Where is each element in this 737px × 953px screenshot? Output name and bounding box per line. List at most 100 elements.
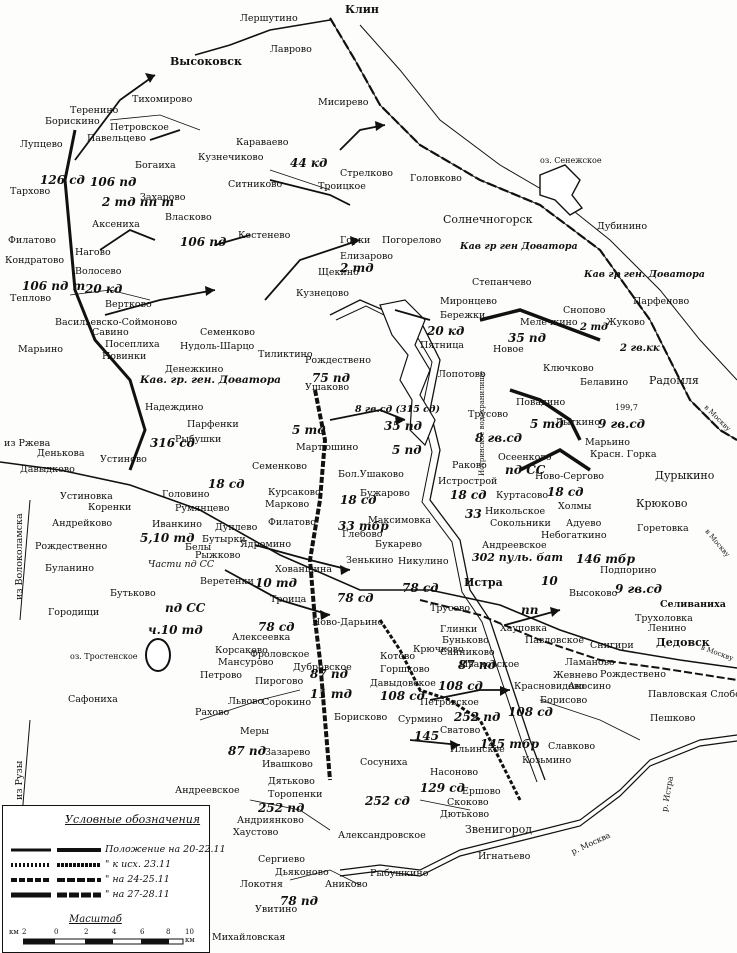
unit-label: 2 гв.кк: [620, 343, 660, 354]
place-label: Алексеевка: [232, 632, 291, 643]
place-label: Головино: [162, 489, 210, 500]
place-label: Костенево: [238, 230, 291, 241]
place-label: Никольское: [485, 506, 546, 517]
unit-label: 20 кд: [427, 324, 465, 338]
place-label: Ершово: [462, 786, 501, 797]
place-label: Марьино: [585, 437, 631, 448]
place-label: Холмы: [558, 501, 592, 512]
place-label: Дуплево: [215, 522, 258, 533]
place-solnechnogorsk: Солнечногорск: [443, 213, 533, 226]
place-label: Бутьково: [110, 588, 156, 599]
place-label: Ивановское: [460, 659, 520, 670]
place-label: Аксениха: [92, 219, 140, 230]
unit-label: 75 пд: [312, 371, 350, 385]
scale-graphic: [23, 938, 184, 945]
place-label: Никулино: [398, 556, 449, 567]
unit-label: 78 сд: [258, 620, 295, 634]
place-label: Сафониха: [68, 694, 118, 705]
place-label: Истрострой: [438, 476, 498, 487]
place-label: Петровское: [420, 697, 479, 708]
legend-row: " к исх. 23.11: [11, 859, 206, 871]
place-label: Трусово: [430, 603, 471, 614]
place-label: Тихомирово: [132, 94, 193, 105]
place-label: Мисирево: [318, 97, 369, 108]
place-label: из Волоколамска: [14, 513, 25, 600]
place-label: Козьмино: [522, 755, 572, 766]
unit-label: 78 сд: [402, 581, 439, 595]
place-label: Устиново: [100, 454, 147, 465]
place-label: Захарово: [140, 192, 186, 203]
place-label: Мартюшино: [296, 442, 359, 453]
unit-label: 87 пд: [228, 744, 266, 758]
unit-label: 18 сд: [208, 477, 245, 491]
place-label: Тарховo: [10, 186, 51, 197]
lake-trostenskoe: [145, 638, 171, 672]
unit-label: ч.10 тд: [148, 623, 203, 637]
place-vysokovsk: Высоковск: [170, 55, 242, 68]
place-label: Павловское: [525, 635, 584, 646]
unit-label: 199,7: [615, 403, 638, 412]
legend-symbol: [11, 863, 101, 867]
place-label: из Ржева: [4, 438, 51, 449]
place-label: Павловская Слобода: [648, 689, 737, 700]
place-label: Степанчево: [472, 277, 532, 288]
place-label: Бужарово: [360, 488, 410, 499]
unit-label: 9 гв.сд: [615, 582, 662, 596]
place-label: Селиваниха: [660, 599, 726, 610]
place-label: Вертково: [105, 299, 152, 310]
place-label: Троица: [270, 594, 307, 605]
place-label: Устиновка: [60, 491, 113, 502]
unit-label: 108 сд: [438, 679, 483, 693]
place-label: Насоново: [430, 767, 479, 778]
unit-label: 252 сд: [365, 794, 410, 808]
scale-tick: 2: [22, 928, 27, 936]
unit-label: 78 сд: [337, 591, 374, 605]
place-label: Головково: [410, 173, 462, 184]
road-klin-west: [194, 19, 331, 56]
place-label: Городищи: [48, 607, 100, 618]
place-istra: Истра: [464, 576, 503, 589]
unit-label: 10 тд: [255, 576, 297, 590]
place-label: Андреевское: [482, 540, 547, 551]
place-label: Рахово: [195, 707, 230, 718]
place-label: Веретенки: [200, 576, 254, 587]
road-from-volokolamsk: [19, 499, 31, 621]
place-label: Аносино: [568, 681, 611, 692]
place-label: Максимовка: [368, 515, 432, 526]
place-label: Ламаново: [565, 657, 615, 668]
unit-label: 129 сд: [420, 781, 465, 795]
unit-label: 33 тбр: [338, 519, 389, 533]
place-label: Ленино: [648, 623, 687, 634]
place-label: Ивашково: [262, 759, 313, 770]
unit-label: 252 пд: [454, 710, 501, 724]
place-label: Рождествено: [600, 669, 666, 680]
unit-label: 302 пуль. бат: [472, 551, 564, 564]
unit-label: 8 гв.сд: [475, 431, 522, 445]
front-line-north: [63, 129, 147, 471]
place-label: Меры: [240, 726, 269, 737]
place-label: Бол.Ушаково: [338, 469, 404, 480]
place-label: Аниково: [325, 879, 368, 890]
unit-label: 35 пд: [508, 331, 546, 345]
place-label: Курсаково: [268, 487, 321, 498]
legend-label: " к исх. 23.11: [105, 859, 172, 870]
scale-tick: 0: [54, 928, 59, 936]
place-label: Куртасово: [496, 490, 549, 501]
place-label: Ильинское: [450, 744, 505, 755]
unit-label: 5,10 тд: [140, 531, 195, 545]
place-label: Горки: [340, 235, 371, 246]
place-label: Лершутино: [240, 13, 298, 24]
place-label: Белы: [185, 542, 212, 553]
place-label: Борискино: [45, 116, 100, 127]
place-label: Семенково: [252, 461, 307, 472]
place-label: Денькова: [37, 448, 85, 459]
place-radomlya: Радомля: [649, 374, 699, 387]
scale-tick: 4: [112, 928, 117, 936]
place-label: Хаустово: [233, 827, 279, 838]
unit-label: 44 кд: [290, 156, 328, 170]
place-label: Увитино: [255, 904, 298, 915]
place-label: Истринское водохранилище: [477, 371, 486, 476]
unit-label: 106 пд т: [22, 279, 86, 293]
unit-label: 20 кд: [85, 282, 123, 296]
